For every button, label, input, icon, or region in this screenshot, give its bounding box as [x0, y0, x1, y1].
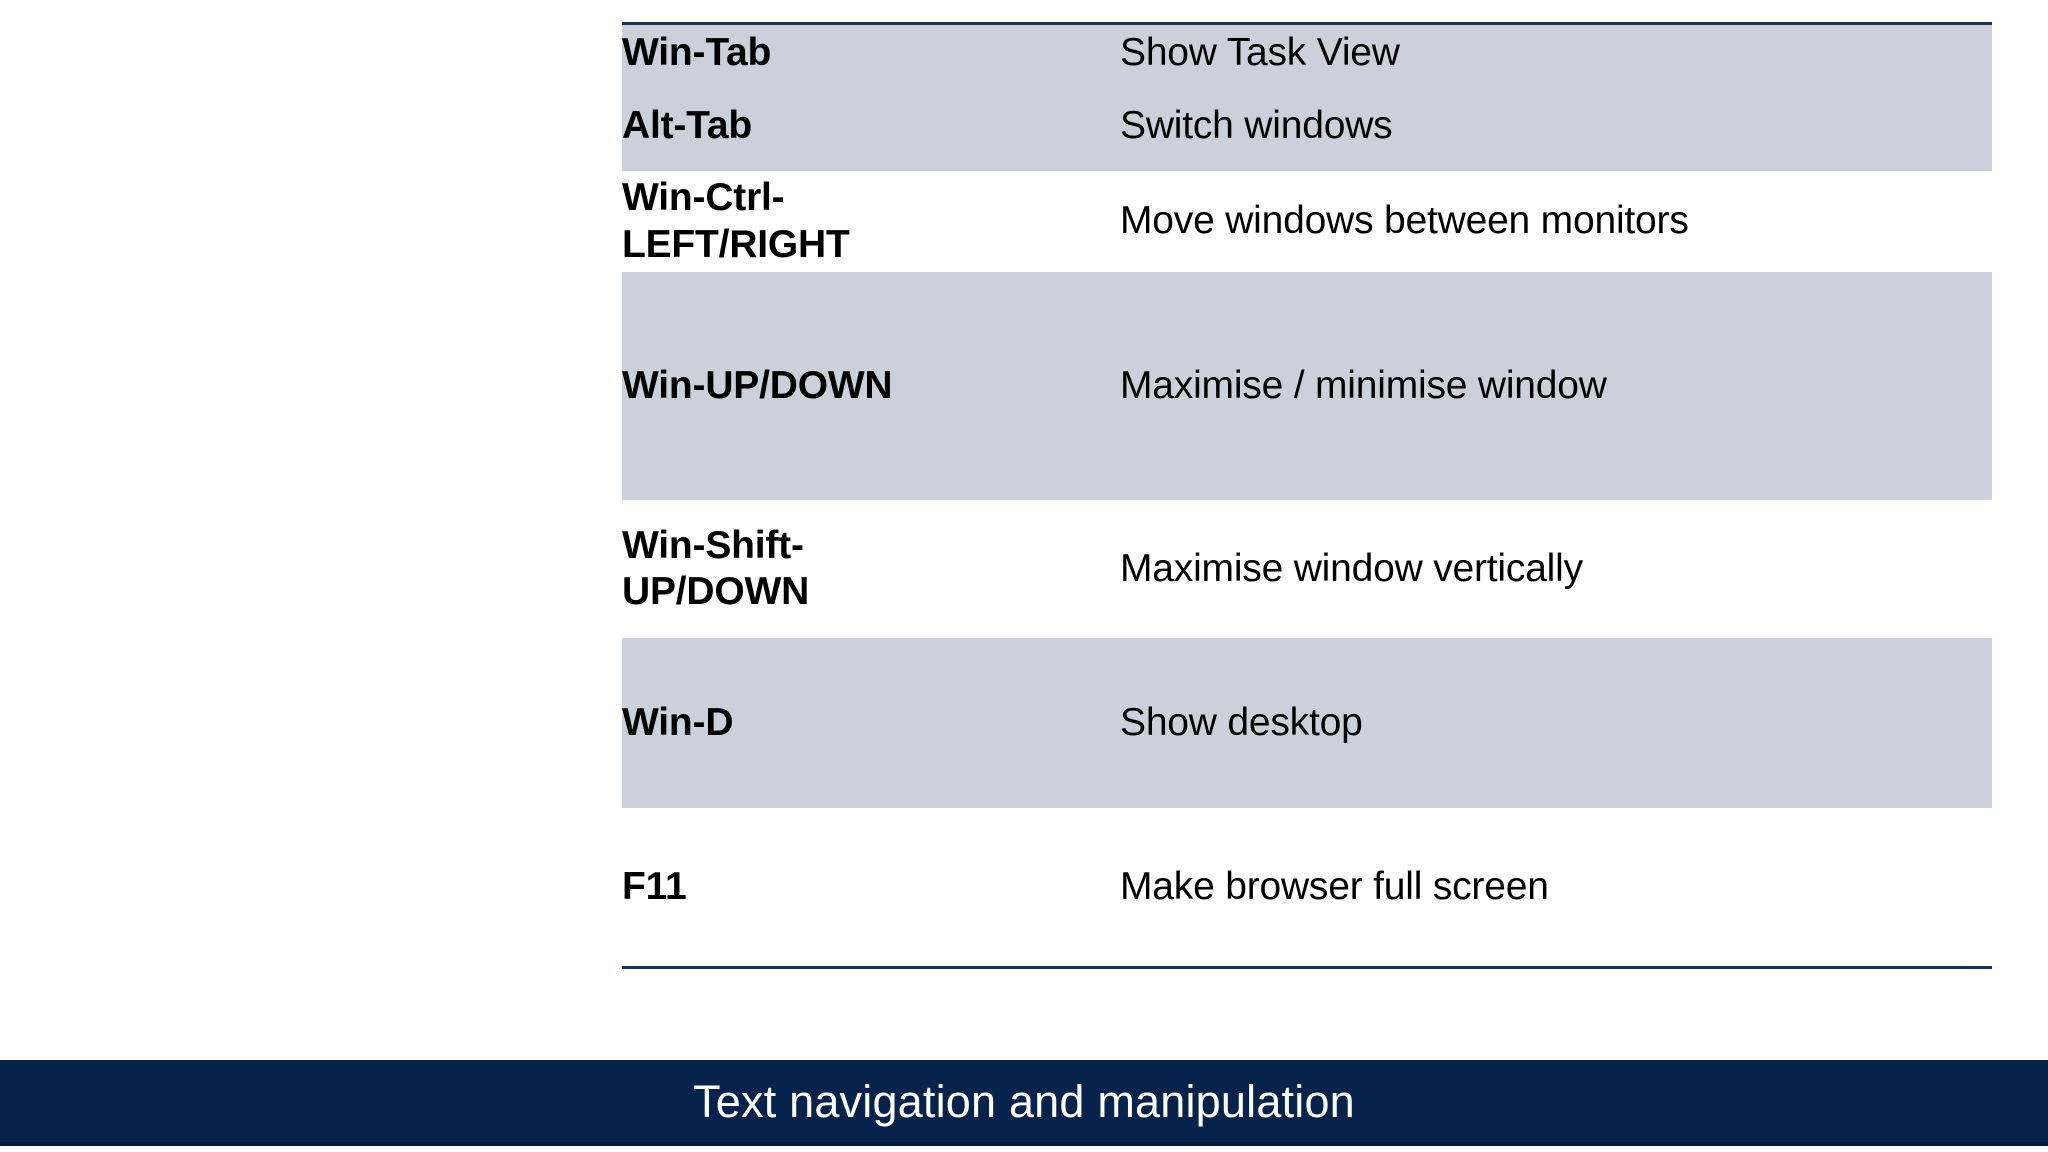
table-row: Alt-Tab Switch windows — [622, 81, 1992, 171]
shortcut-description-cell: Make browser full screen — [1120, 864, 1549, 908]
shortcut-key-line-2: UP/DOWN — [622, 570, 810, 613]
shortcut-key-cell: Win-Ctrl- LEFT/RIGHT — [622, 171, 1120, 272]
footer-title: Text navigation and manipulation — [693, 1075, 1355, 1127]
windows-shortcuts-table: Win-Tab Show Task View Alt-Tab Switch wi… — [622, 22, 1992, 969]
shortcut-description-cell: Show Task View — [1120, 30, 1400, 74]
shortcut-key-cell: F11 — [622, 864, 687, 908]
table-row: Win-UP/DOWN Maximise / minimise window — [622, 272, 1992, 500]
shortcut-key-cell: Win-UP/DOWN — [622, 363, 893, 407]
shortcut-key-cell: Win-Tab — [622, 30, 772, 74]
table-row: Win-D Show desktop — [622, 638, 1992, 808]
shortcut-description-cell: Show desktop — [1120, 700, 1363, 744]
shortcut-description-cell: Move windows between monitors — [1120, 199, 1689, 243]
shortcut-description-cell: Maximise window vertically — [1120, 546, 1583, 590]
shortcut-description-cell: Switch windows — [1120, 103, 1393, 147]
shortcut-description-cell: Maximise / minimise window — [1120, 363, 1607, 407]
table-row: Win-Tab Show Task View — [622, 23, 1992, 81]
footer-banner: Text navigation and manipulation — [0, 1060, 2048, 1146]
shortcut-key-cell: Alt-Tab — [622, 103, 753, 147]
table-row: F11 Make browser full screen — [622, 808, 1992, 968]
table-row: Win-Ctrl- LEFT/RIGHT Move windows betwee… — [622, 171, 1992, 272]
shortcut-key-cell: Win-D — [622, 700, 734, 744]
shortcut-key-line-2: LEFT/RIGHT — [622, 222, 850, 266]
table-row: Win-Shift- UP/DOWN Maximise window verti… — [622, 500, 1992, 638]
shortcut-key-cell: Win-Shift- UP/DOWN — [622, 500, 1120, 638]
shortcut-key-line-1: Win-Ctrl- — [622, 176, 785, 220]
shortcut-key-line-1: Win-Shift- — [622, 523, 804, 567]
